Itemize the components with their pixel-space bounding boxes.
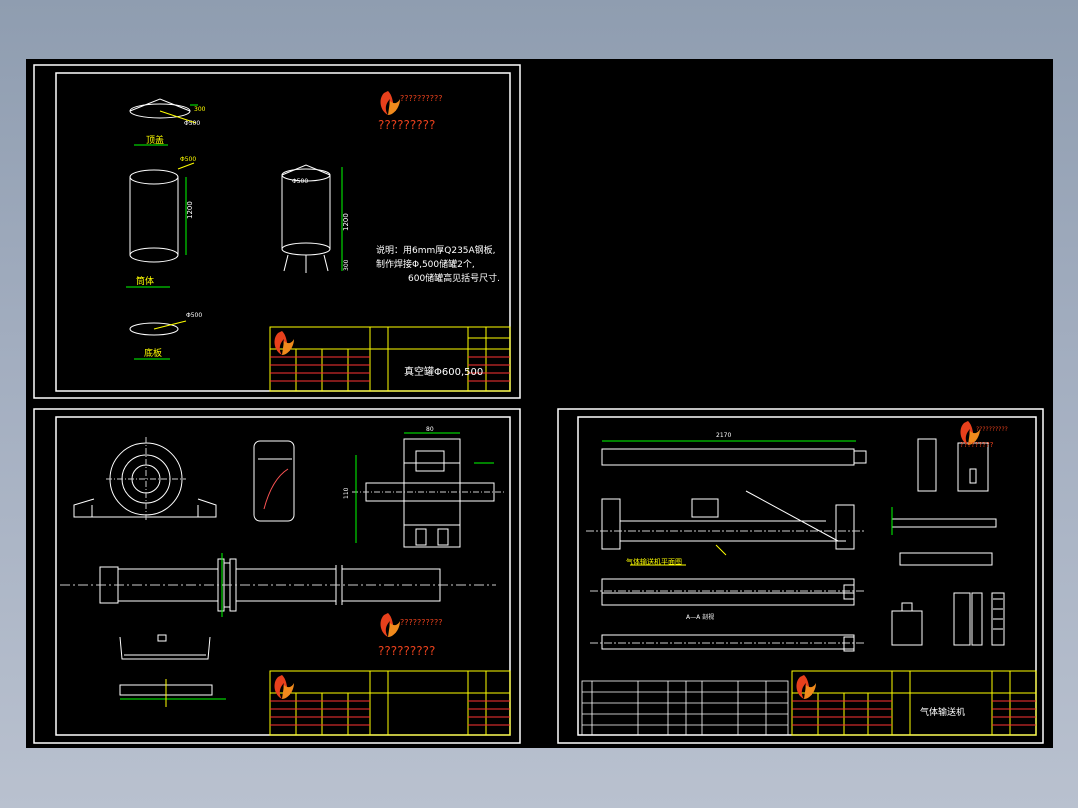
dim-shell-height: 1200	[186, 201, 194, 219]
section-view-small	[119, 679, 226, 707]
note-line-1: 说明：用6mm厚Q235A钢板,	[376, 244, 496, 256]
dim-leg-height: 300	[343, 259, 350, 271]
company-name: ?????????	[960, 441, 994, 449]
bushing-view	[253, 440, 295, 522]
company-name: ?????????	[378, 644, 435, 658]
logo-text: ??????????	[400, 618, 442, 627]
conveyor-elevation-view	[586, 490, 866, 566]
note-line-3: 600储罐高见括号尺寸.	[408, 272, 500, 284]
title-logo-icon	[274, 675, 294, 699]
base-plate-view	[119, 634, 211, 660]
beam-lower-view	[590, 634, 866, 652]
bottom-label: 底板	[144, 347, 162, 359]
drawing-canvas[interactable]: 300 Φ500 顶盖 Φ500 1200 筒体 Φ500 底板	[26, 59, 1053, 748]
sheet-border	[33, 64, 521, 399]
title-logo-icon	[274, 331, 294, 355]
dim-beam-length: 2170	[716, 432, 731, 439]
dim-coupling-height: 110	[343, 487, 350, 499]
sheet-border	[557, 408, 1044, 744]
parts-list-table	[581, 680, 789, 736]
shell-label: 筒体	[136, 275, 154, 287]
title-block	[791, 670, 1037, 736]
title-block	[269, 670, 511, 736]
sheet-inner-frame	[55, 416, 511, 736]
dim-tank-height: 1200	[342, 213, 350, 231]
title-block	[269, 326, 511, 392]
company-logo-icon	[380, 613, 400, 637]
dim-cover-height: 300	[194, 106, 206, 113]
logo-text: ??????????	[400, 94, 442, 103]
note-line-2: 制作焊接Φ,500储罐2个,	[376, 258, 475, 270]
tank-assembly-view	[281, 164, 343, 273]
beam-top-view	[601, 440, 867, 466]
dim-coupling-width: 80	[426, 426, 434, 433]
sheet-inner-frame	[55, 72, 511, 392]
beam-plan-view	[590, 578, 866, 606]
section-label-a: A—A 剖视	[686, 613, 714, 621]
shell-view	[129, 162, 195, 263]
bottom-plate-view	[129, 320, 187, 336]
top-cover-label: 顶盖	[146, 134, 164, 146]
sheet-bearing-shaft[interactable]: 80 110 ??????????	[33, 408, 521, 744]
logo-text: ??????????	[976, 426, 1008, 433]
drawing-title: 真空罐Φ600,500	[404, 365, 483, 378]
company-logo-icon	[380, 91, 400, 115]
sheet-tank[interactable]: 300 Φ500 顶盖 Φ500 1200 筒体 Φ500 底板	[33, 64, 521, 399]
detail-parts	[891, 438, 1005, 646]
top-cover-view	[129, 98, 198, 124]
dim-tank-dia: Φ500	[292, 178, 308, 185]
sheet-assembly[interactable]: 2170 气体输送机平面图 A—A 剖视	[557, 408, 1044, 744]
sheet-border	[33, 408, 521, 744]
drawing-title: 气体输送机	[920, 706, 965, 718]
plan-view-label: 气体输送机平面图	[626, 557, 682, 566]
pillow-block-view	[73, 437, 217, 521]
coupling-view	[352, 432, 506, 548]
title-logo-icon	[796, 675, 816, 699]
dim-cover-dia: Φ500	[184, 120, 200, 127]
cad-model-space[interactable]: 300 Φ500 顶盖 Φ500 1200 筒体 Φ500 底板	[26, 59, 1053, 748]
dim-shell-dia: Φ500	[180, 156, 196, 163]
company-name: ?????????	[378, 118, 435, 132]
dim-bottom-dia: Φ500	[186, 312, 202, 319]
shaft-view	[60, 553, 496, 617]
